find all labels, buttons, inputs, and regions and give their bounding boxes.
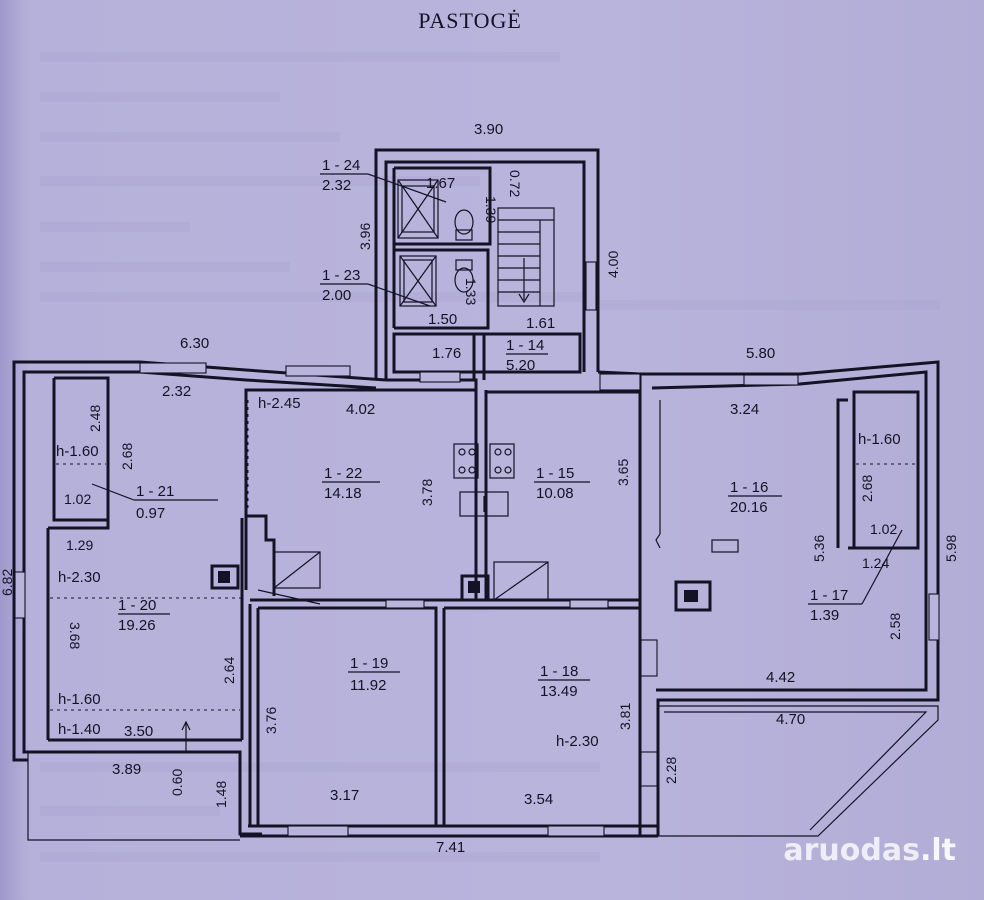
room-1-15-name: 1 - 15 [536,465,574,482]
height-2-30-left: h-2.30 [58,569,101,586]
room-1-20-name: 1 - 20 [118,597,156,614]
dim-2-68-left: 2.68 [119,443,135,470]
dim-2-28: 2.28 [663,757,679,784]
room-1-24-area: 2.32 [322,177,351,194]
interior-walls [46,166,920,826]
dim-1-76: 1.76 [432,345,461,362]
dim-6-30: 6.30 [180,335,209,352]
dim-4-00: 4.00 [605,251,621,278]
dim-1-02-right: 1.02 [870,521,897,537]
dim-3-17: 3.17 [330,787,359,804]
height-1-60-right-closet: h-1.60 [858,431,901,448]
room-1-14-area: 5.20 [506,357,535,374]
dim-3-65: 3.65 [615,459,631,486]
dim-5-36: 5.36 [811,535,827,562]
dim-1-39: 1.39 [483,196,499,223]
room-1-16-name: 1 - 16 [730,479,768,496]
height-1-40: h-1.40 [58,721,101,738]
dim-4-02: 4.02 [346,401,375,418]
dim-3-78: 3.78 [419,479,435,506]
height-1-60-left-closet: h-1.60 [56,443,99,460]
height-1-60-bottom: h-1.60 [58,691,101,708]
dim-1-50: 1.50 [428,311,457,328]
dim-3-76: 3.76 [263,707,279,734]
room-1-15-area: 10.08 [536,485,574,502]
dim-1-61: 1.61 [526,315,555,332]
room-1-23-area: 2.00 [322,287,351,304]
dim-3-89: 3.89 [112,761,141,778]
windows [14,261,940,837]
room-1-21-name: 1 - 21 [136,483,174,500]
dim-3-96: 3.96 [357,223,373,250]
aruodas-watermark: aruodas.lt [783,833,956,868]
dim-3-90: 3.90 [474,121,503,138]
dim-7-41: 7.41 [436,839,465,856]
room-1-18-name: 1 - 18 [540,663,578,680]
room-1-24-name: 1 - 24 [322,157,360,174]
room-1-19-area: 11.92 [350,677,386,694]
height-2-30-room-1-18: h-2.30 [556,733,599,750]
dim-2-64: 2.64 [221,657,237,684]
dim-4-70: 4.70 [776,711,805,728]
dim-2-68-right: 2.68 [859,475,875,502]
room-1-16-area: 20.16 [730,499,768,516]
room-1-18-area: 13.49 [540,683,578,700]
dim-2-58: 2.58 [887,613,903,640]
plan-title: PASTOGĖ [418,8,522,33]
slope-lines [50,400,916,711]
room-1-20-area: 19.26 [118,617,156,634]
room-1-22-name: 1 - 22 [324,465,362,482]
height-2-45: h-2.45 [258,395,301,412]
room-1-19-name: 1 - 19 [350,655,388,672]
dimension-labels: 3.90 1.67 1.39 0.72 3.96 4.00 1.33 1.50 … [0,121,959,856]
dim-1-33: 1.33 [463,278,479,305]
room-1-22-area: 14.18 [324,485,362,502]
dim-6-82: 6.82 [0,569,15,596]
dim-3-81: 3.81 [617,703,633,730]
terrace-lines [27,752,240,841]
dim-1-02-left: 1.02 [64,491,91,507]
dim-1-29: 1.29 [66,537,93,553]
dim-3-54: 3.54 [524,791,553,808]
dim-5-80: 5.80 [746,345,775,362]
room-1-17-area: 1.39 [810,607,839,624]
dim-1-48: 1.48 [213,781,229,808]
room-1-14-name: 1 - 14 [506,337,544,354]
room-labels: 1 - 24 2.32 1 - 23 2.00 1 - 14 5.20 1 - … [118,157,848,700]
dim-1-24: 1.24 [862,555,889,571]
dim-0-60: 0.60 [169,769,185,796]
dim-4-42: 4.42 [766,669,795,686]
dim-0-72: 0.72 [507,170,523,197]
room-1-17-name: 1 - 17 [810,587,848,604]
leader-lines [91,173,903,752]
dim-3-24: 3.24 [730,401,759,418]
dim-2-48: 2.48 [87,405,103,432]
room-1-23-name: 1 - 23 [322,267,360,284]
room-1-21-area: 0.97 [136,505,165,522]
dim-5-98: 5.98 [943,535,959,562]
dim-2-32: 2.32 [162,383,191,400]
dim-1-67: 1.67 [426,175,455,192]
dim-3-50: 3.50 [124,723,153,740]
dim-3-68: 3.68 [67,622,83,649]
bleed-through-text [40,52,940,862]
